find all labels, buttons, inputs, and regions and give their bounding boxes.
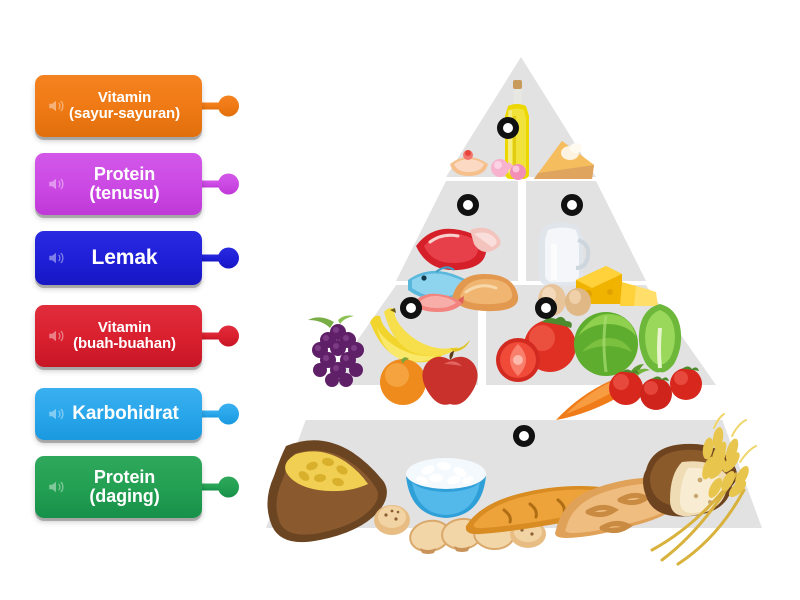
connector-line-vitamin-sayur: [196, 102, 226, 110]
drop-target-carbs[interactable]: [513, 425, 535, 447]
connector-knob-vitamin-buah[interactable]: [218, 325, 239, 347]
connector-knob-karbohidrat[interactable]: [218, 403, 239, 425]
label-row-vitamin-buah: Vitamin(buah-buahan): [0, 305, 250, 367]
label-row-karbohidrat: Karbohidrat: [0, 388, 250, 440]
label-text-lemak: Lemak: [91, 245, 158, 269]
drop-target-meat[interactable]: [457, 194, 479, 216]
label-row-lemak: Lemak: [0, 231, 250, 285]
connector-knob-vitamin-sayur[interactable]: [218, 95, 239, 117]
label-button-vitamin-sayur[interactable]: Vitamin(sayur-sayuran): [35, 75, 202, 137]
connector-line-protein-daging: [196, 483, 226, 491]
drop-target-vegetable[interactable]: [535, 297, 557, 319]
tier-divider-protein: [518, 181, 526, 281]
label-button-lemak[interactable]: Lemak: [35, 231, 202, 285]
tier-divider-vitamins: [478, 285, 486, 385]
label-button-vitamin-buah[interactable]: Vitamin(buah-buahan): [35, 305, 202, 367]
label-text-vitamin-buah: Vitamin(buah-buahan): [73, 318, 176, 352]
label-text-protein-tenusu: Protein(tenusu): [89, 163, 160, 203]
speaker-icon: [46, 249, 66, 267]
connector-line-protein-tenusu: [196, 180, 226, 188]
pyramid-tier-fats[interactable]: [446, 57, 596, 177]
label-row-protein-daging: Protein(daging): [0, 456, 250, 518]
food-pyramid: [250, 40, 790, 566]
connector-line-lemak: [196, 254, 226, 262]
connector-knob-lemak[interactable]: [218, 247, 239, 269]
label-row-vitamin-sayur: Vitamin(sayur-sayuran): [0, 75, 250, 137]
label-row-protein-tenusu: Protein(tenusu): [0, 153, 250, 215]
label-text-karbohidrat: Karbohidrat: [72, 402, 179, 424]
speaker-icon: [46, 478, 66, 496]
connector-knob-protein-daging[interactable]: [218, 476, 239, 498]
pyramid-tier-vitamins[interactable]: [326, 285, 716, 385]
drop-target-fruit[interactable]: [400, 297, 422, 319]
drop-target-dairy[interactable]: [561, 194, 583, 216]
speaker-icon: [46, 175, 66, 193]
label-text-vitamin-sayur: Vitamin(sayur-sayuran): [68, 88, 181, 122]
label-button-karbohidrat[interactable]: Karbohidrat: [35, 388, 202, 440]
drop-target-fats[interactable]: [497, 117, 519, 139]
connector-line-vitamin-buah: [196, 332, 226, 340]
connector-line-karbohidrat: [196, 410, 226, 418]
label-button-protein-daging[interactable]: Protein(daging): [35, 456, 202, 518]
connector-knob-protein-tenusu[interactable]: [218, 173, 239, 195]
label-button-protein-tenusu[interactable]: Protein(tenusu): [35, 153, 202, 215]
label-text-protein-daging: Protein(daging): [89, 466, 160, 506]
